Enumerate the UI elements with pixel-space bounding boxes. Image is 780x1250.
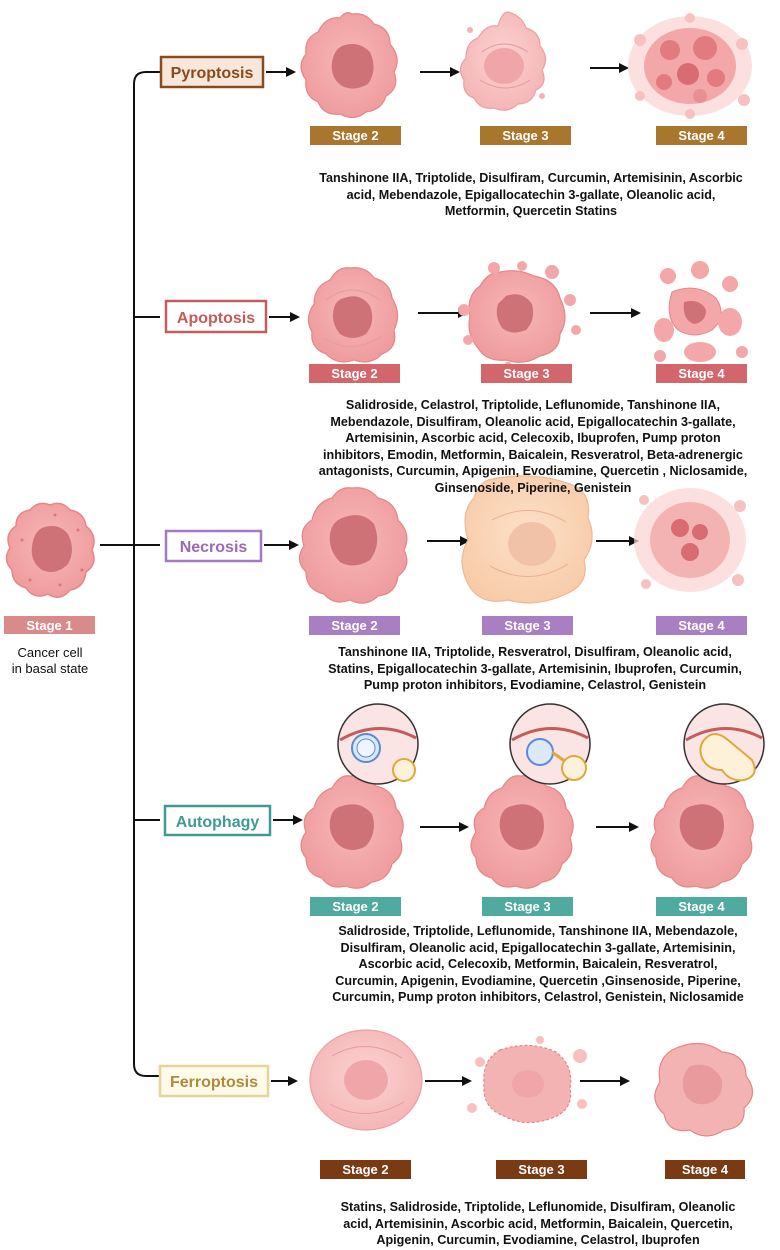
process-box-ferroptosis: Ferroptosis	[158, 1064, 270, 1098]
apoptosis-stage4-cell	[654, 261, 748, 362]
stage-badge	[310, 126, 401, 145]
stage1-caption-line: in basal state	[11, 661, 89, 676]
autophagy-stage4-cell	[650, 703, 765, 889]
process-label: Autophagy	[176, 814, 260, 831]
stage-badge	[656, 616, 747, 635]
stage-badge-label: Stage 4	[678, 899, 725, 914]
stage-badge	[480, 126, 571, 145]
drug-line: Statins, Salidroside, Triptolide, Leflun…	[340, 1200, 736, 1214]
stage-badge	[656, 126, 747, 145]
stage-badge-label: Stage 3	[504, 618, 550, 633]
process-box-necrosis: Necrosis	[164, 529, 263, 563]
process-label: Apoptosis	[177, 310, 255, 327]
stage-badge-label: Stage 3	[502, 128, 548, 143]
stage-badge-label: Stage 2	[331, 366, 377, 381]
process-label: Pyroptosis	[171, 65, 254, 82]
stage-badge-label: Stage 4	[678, 618, 725, 633]
stage-badge-label: Stage 4	[678, 366, 725, 381]
stage1-label: Stage 1	[26, 618, 72, 633]
drug-line: Ascorbic acid, Celecoxib, Metformin, Bai…	[358, 957, 718, 971]
drug-line: Ginsenoside, Piperine, Genistein	[434, 480, 632, 495]
drug-line: Tanshinone IIA, Triptolide, Resveratrol,…	[338, 645, 732, 659]
stage-badge	[496, 1160, 587, 1179]
drug-line: Salidroside, Triptolide, Leflunomide, Ta…	[338, 924, 738, 938]
drug-line: Pump proton inhibitors, Evodiamine, Cela…	[363, 678, 707, 692]
process-box-pyroptosis: Pyroptosis	[159, 55, 265, 89]
drug-line: acid, Artemisinin, Ascorbic acid, Metfor…	[343, 1216, 733, 1231]
drug-line: Metformin, Quercetin Statins	[444, 204, 618, 218]
ferroptosis-stage3-cell	[467, 1036, 587, 1124]
branch-connector	[100, 71, 160, 1077]
stage-badge-label: Stage 2	[332, 899, 378, 914]
drug-line: Artemisinin, Ascorbic acid, Celecoxib, I…	[345, 431, 721, 445]
drug-line: Curcumin, Pump proton inhibitors, Celast…	[332, 990, 744, 1004]
stage-badge	[320, 1160, 411, 1179]
stage-badge	[656, 897, 747, 916]
process-label: Ferroptosis	[170, 1074, 258, 1091]
stage-badge-label: Stage 3	[503, 366, 549, 381]
stage-badge-label: Stage 2	[342, 1162, 388, 1177]
pyroptosis-stage3-cell	[459, 11, 547, 111]
drug-list-ferroptosis: Statins, Salidroside, Triptolide, Leflun…	[296, 1199, 780, 1249]
necrosis-stage3-cell	[461, 475, 593, 604]
pyroptosis-stage4-cell	[628, 13, 752, 119]
stage-badge	[482, 897, 573, 916]
drug-line: Tanshinone IIA, Triptolide, Disulfiram, …	[319, 171, 743, 185]
stage-badge-label: Stage 2	[331, 618, 377, 633]
process-label: Necrosis	[180, 539, 248, 556]
stage-badges: Stage 2 Stage 3 Stage 4 Stage 2 Stage 3 …	[309, 126, 747, 1179]
drug-line: Salidroside, Celastrol, Triptolide, Lefl…	[345, 398, 721, 412]
process-box-apoptosis: Apoptosis	[164, 299, 268, 334]
stage-badge-label: Stage 3	[504, 899, 550, 914]
stage-badge	[309, 364, 400, 383]
drug-line: Statins, Epigallocatechin 3-gallate, Art…	[328, 661, 742, 676]
autophagy-stage3-cell	[470, 703, 591, 889]
stage-badge	[309, 616, 400, 635]
drug-line: Apigenin, Curcumin, Evodiamine, Celastro…	[376, 1233, 700, 1247]
stage-badge	[482, 616, 573, 635]
drug-list-autophagy: Salidroside, Triptolide, Leflunomide, Ta…	[298, 923, 778, 1006]
stage-badge	[310, 897, 401, 916]
drug-line: Mebendazole, Disulfiram, Oleanolic acid,…	[330, 414, 736, 429]
drug-line: acid, Mebendazole, Epigallocatechin 3-ga…	[346, 187, 716, 202]
stage-badge	[656, 364, 747, 383]
necrosis-stage4-cell	[634, 488, 746, 592]
stage1-caption: Cancer cell in basal state	[0, 645, 100, 677]
ferroptosis-stage2-cell	[309, 1029, 423, 1131]
apoptosis-stage2-cell	[307, 267, 399, 363]
apoptosis-stage3-cell	[458, 261, 581, 370]
stage1-caption-line: Cancer cell	[17, 645, 83, 660]
stage-badge-label: Stage 3	[518, 1162, 564, 1177]
stage-badge-label: Stage 2	[332, 128, 378, 143]
drug-line: antagonists, Curcumin, Apigenin, Evodiam…	[318, 464, 748, 478]
flow-arrows	[264, 63, 641, 1086]
drug-line: inhibitors, Emodin, Metformin, Baicalein…	[323, 447, 743, 462]
process-box-autophagy: Autophagy	[163, 804, 272, 837]
stage-badge-label: Stage 4	[678, 128, 725, 143]
stage-badge	[481, 364, 572, 383]
drug-list-apoptosis: Salidroside, Celastrol, Triptolide, Lefl…	[290, 397, 776, 496]
stage1-cell	[5, 502, 95, 598]
drug-list-pyroptosis: Tanshinone IIA, Triptolide, Disulfiram, …	[286, 170, 776, 220]
pyroptosis-stage2-cell	[300, 12, 398, 119]
drug-line: Disulfiram, Oleanolic acid, Epigallocate…	[340, 940, 736, 955]
drug-list-necrosis: Tanshinone IIA, Triptolide, Resveratrol,…	[300, 644, 770, 694]
drug-line: Curcumin, Apigenin, Evodiamine, Querceti…	[335, 973, 741, 988]
stage1-badge	[4, 616, 95, 634]
autophagy-stage2-cell	[300, 703, 419, 889]
stage-badge	[665, 1160, 745, 1179]
necrosis-stage2-cell	[298, 487, 408, 604]
stage-badge-label: Stage 4	[682, 1162, 729, 1177]
ferroptosis-stage4-cell	[654, 1042, 754, 1137]
